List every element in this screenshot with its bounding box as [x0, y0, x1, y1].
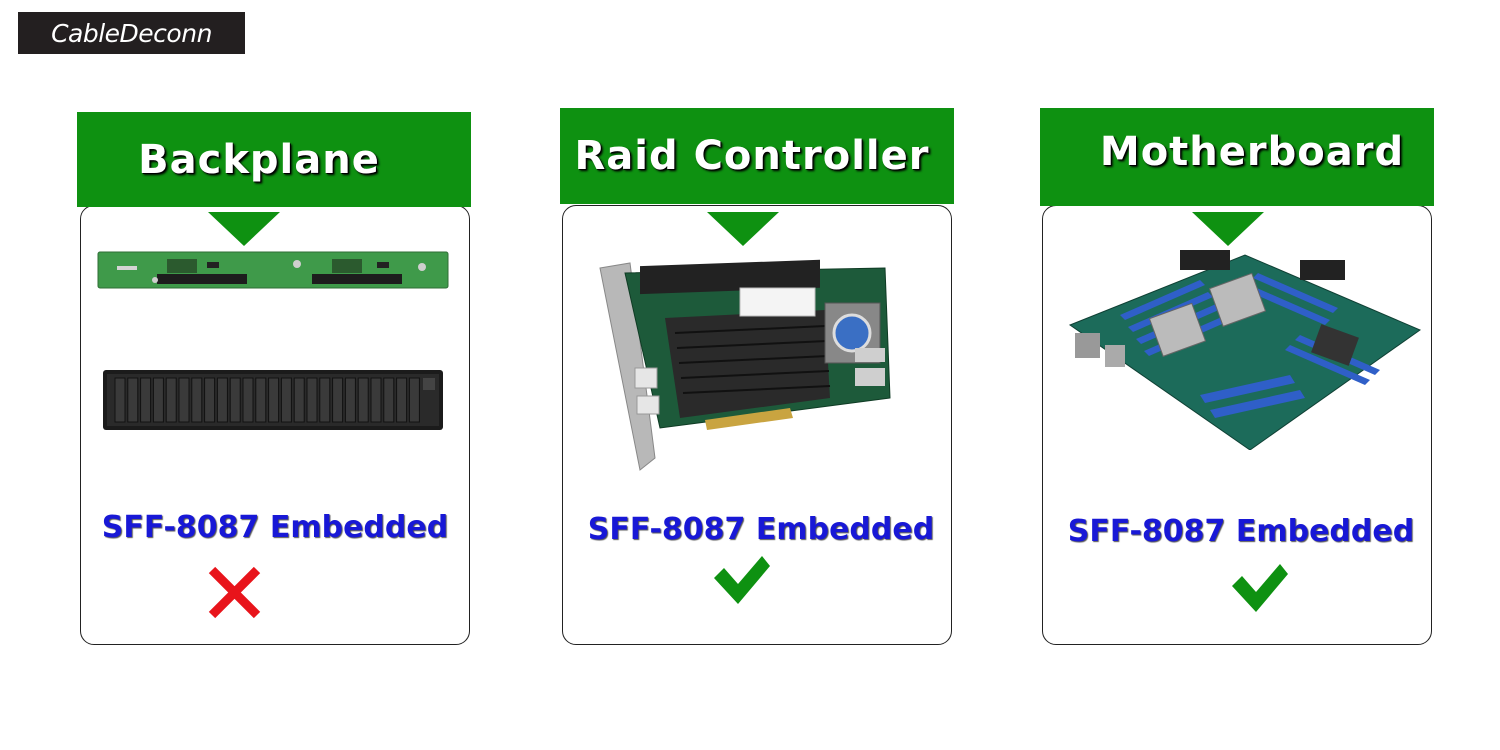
brand-logo: CableDeconn [18, 12, 245, 54]
drive-bay [255, 377, 267, 423]
backplane-board-image [97, 251, 449, 289]
panel-caption: SFF-8087 Embedded [587, 512, 935, 547]
check-icon [714, 556, 770, 604]
drive-bay [306, 377, 318, 423]
drive-bay [280, 377, 292, 423]
check-icon [1232, 564, 1288, 612]
raid-controller-image [599, 259, 891, 471]
panel-header-motherboard: Motherboard [1040, 108, 1434, 206]
panel-caption: SFF-8087 Embedded [1067, 514, 1415, 549]
drive-bay [114, 377, 126, 423]
drive-bay [178, 377, 190, 423]
drive-bay [165, 377, 177, 423]
pointer-arrow-icon [208, 212, 280, 246]
panel-title: Raid Controller [574, 133, 930, 179]
drive-bay [242, 377, 254, 423]
drive-bay [396, 377, 408, 423]
panel-title: Backplane [138, 136, 380, 183]
server-chassis-image [103, 370, 443, 430]
drive-bay [152, 377, 164, 423]
panel-caption: SFF-8087 Embedded [101, 510, 449, 545]
panel-title: Motherboard [1099, 129, 1405, 175]
drive-bay [216, 377, 228, 423]
drive-bay [191, 377, 203, 423]
drive-bay [332, 377, 344, 423]
motherboard-image [1068, 250, 1422, 450]
drive-bay [204, 377, 216, 423]
drive-bay [383, 377, 395, 423]
panel-header-raid-controller: Raid Controller [560, 108, 954, 204]
pointer-arrow-icon [1192, 212, 1264, 246]
drive-bay [293, 377, 305, 423]
drive-bay [408, 377, 420, 423]
drive-bay [268, 377, 280, 423]
drive-bay [344, 377, 356, 423]
pointer-arrow-icon [707, 212, 779, 246]
cross-icon [208, 566, 261, 619]
brand-logo-text: CableDeconn [51, 18, 212, 48]
panel-header-backplane: Backplane [77, 112, 471, 207]
drive-bay [357, 377, 369, 423]
drive-bay [140, 377, 152, 423]
drive-bay [127, 377, 139, 423]
drive-bay [229, 377, 241, 423]
drive-bay [319, 377, 331, 423]
drive-bay [370, 377, 382, 423]
